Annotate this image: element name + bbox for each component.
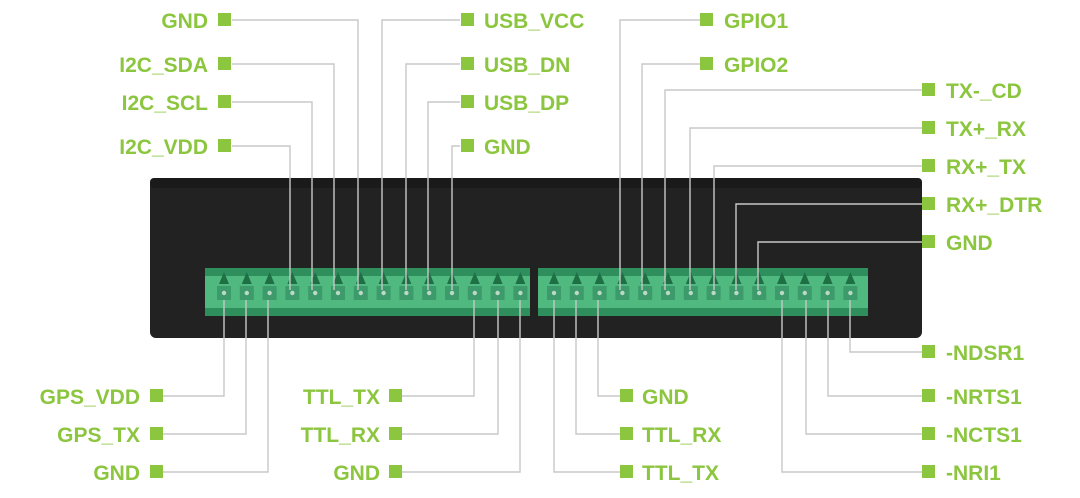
right-block-pin [569,272,584,300]
label-i2c-vdd: I2C_VDD [119,136,208,159]
connection-lines [150,19,922,473]
label-ttl-tx-right: TTL_TX [642,462,719,485]
label-tx-cd: TX-_CD [946,80,1022,103]
label-gps-vdd: GPS_VDD [40,386,140,409]
label-markers [150,13,935,478]
left-block-pin [467,272,482,300]
label-gps-tx: GPS_TX [57,424,140,447]
label-ttl-rx-left: TTL_RX [301,424,380,447]
terminal-block-right [538,268,868,316]
label-rx-tx: RX+_TX [946,156,1026,179]
terminal-pins [217,272,858,300]
label-usb-vcc: USB_VCC [484,10,584,33]
label-gnd-top-left: GND [161,10,208,33]
label-i2c-scl: I2C_SCL [122,92,209,115]
label-gnd-bottom-mid: GND [333,462,380,485]
label-ndsr1: -NDSR1 [946,342,1024,365]
left-block-pin [490,272,505,300]
label-nrts1: -NRTS1 [946,386,1022,409]
label-tx-rx: TX+_RX [946,118,1026,141]
left-block-pin [239,272,254,300]
left-block-pin [262,272,277,300]
right-block-pin [820,272,835,300]
label-ttl-tx-left: TTL_TX [303,386,380,409]
left-block-pin [422,272,437,300]
label-rx-dtr: RX+_DTR [946,194,1042,217]
right-block-pin [547,272,561,300]
right-block-pin [592,272,607,300]
right-block-pin [683,272,698,300]
label-usb-dp: USB_DP [484,92,569,115]
label-gnd-top-mid: GND [484,136,531,159]
right-block-pin [843,272,858,300]
left-block-pin [513,272,528,300]
right-block-pin [752,272,767,300]
left-block-pin [376,272,391,300]
label-gnd-bottom-left: GND [93,462,140,485]
label-gpio1: GPIO1 [724,10,789,33]
right-block-pin [797,272,812,300]
label-ncts1: -NCTS1 [946,424,1022,447]
label-usb-dn: USB_DN [484,54,570,77]
label-i2c-sda: I2C_SDA [119,54,208,77]
label-gnd-bottom-center: GND [642,386,689,409]
label-ttl-rx-right: TTL_RX [642,424,721,447]
label-gnd-top-right: GND [946,232,993,255]
label-gpio2: GPIO2 [724,54,788,77]
label-nri1: -NRI1 [946,462,1001,485]
left-block-pin [217,272,231,300]
right-block-pin [775,272,789,300]
